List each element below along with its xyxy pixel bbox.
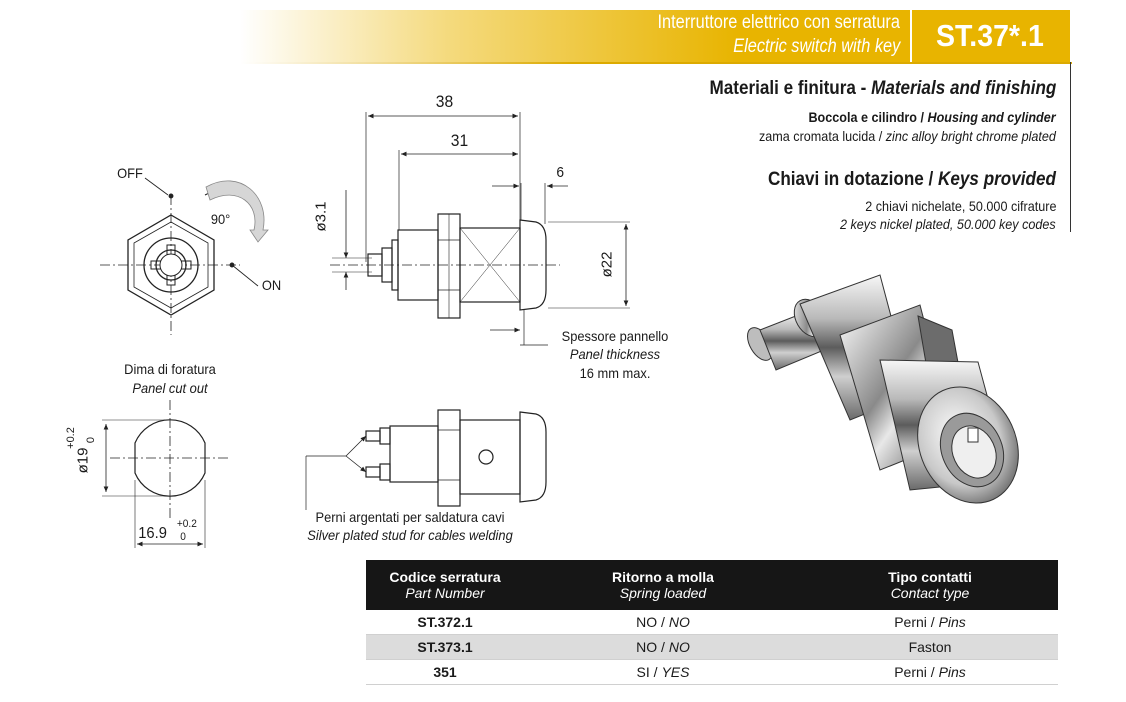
keys-heading: Chiavi in dotazione / Keys provided	[768, 169, 1056, 190]
keys-line-english: 2 keys nickel plated, 50.000 key codes	[840, 216, 1056, 232]
cutout-flat-tol-top: +0.2	[176, 518, 197, 530]
cutout-title-en: Panel cut out	[132, 380, 208, 396]
part-number-cell: ST.373.1	[366, 634, 524, 660]
spring-cell: NO / NO	[524, 610, 802, 635]
studs-label-it: Perni argentati per saldatura cavi	[315, 509, 505, 525]
dim-body-length: 31	[450, 131, 469, 150]
panel-thickness-max: 16 mm max.	[579, 365, 651, 381]
product-code: ST.37*.1	[936, 18, 1044, 53]
cutout-flat-tol-bottom: 0	[180, 531, 186, 543]
product-title-english: Electric switch with key	[732, 36, 900, 57]
table-row: ST.373.1 NO / NO Faston	[366, 634, 1058, 660]
dim-head-diameter: ø22	[598, 251, 616, 278]
product-photo	[747, 274, 1019, 504]
part-number-cell: 351	[366, 659, 524, 685]
panel-thickness-it: Spessore pannello	[561, 328, 669, 344]
header-divider	[910, 10, 912, 62]
table-row: ST.372.1 NO / NO Perni / Pins	[366, 610, 1058, 635]
contact-cell: Perni / Pins	[802, 659, 1058, 685]
rotation-angle-label: 90°	[210, 211, 231, 227]
contact-cell: Faston	[802, 634, 1058, 660]
stud-view-drawing	[305, 409, 547, 510]
dim-total-length: 38	[435, 92, 454, 111]
cutout-diameter: ø19	[74, 447, 92, 474]
off-label: OFF	[117, 165, 143, 181]
cutout-diameter-tol-top: +0.2	[64, 427, 77, 449]
materials-heading: Materiali e finitura - Materials and fin…	[709, 78, 1056, 99]
materials-part: Boccola e cilindro / Housing and cylinde…	[808, 109, 1056, 125]
studs-label-en: Silver plated stud for cables welding	[307, 527, 513, 543]
cutout-flat-width: 16.9	[138, 525, 167, 542]
header-underline	[240, 62, 1072, 64]
dim-pin-diameter: ø3.1	[312, 201, 330, 232]
product-title-italian: Interruttore elettrico con serratura	[657, 12, 900, 33]
side-view-drawing	[330, 112, 630, 346]
spring-cell: NO / NO	[524, 634, 802, 660]
side-rule	[1070, 62, 1071, 232]
contact-cell: Perni / Pins	[802, 610, 1058, 635]
cutout-diameter-tol-bottom: 0	[85, 436, 98, 444]
keys-line-italian: 2 chiavi nichelate, 50.000 cifrature	[864, 198, 1056, 214]
table-row: 351 SI / YES Perni / Pins	[366, 659, 1058, 685]
panel-thickness-en: Panel thickness	[569, 346, 661, 362]
materials-finish: zama cromata lucida / zinc alloy bright …	[759, 128, 1056, 144]
cutout-title-it: Dima di foratura	[124, 361, 216, 377]
front-view-drawing	[100, 177, 269, 335]
header-band	[240, 10, 1070, 62]
spring-cell: SI / YES	[524, 659, 802, 685]
part-number-cell: ST.372.1	[366, 610, 524, 635]
dim-head-length: 6	[556, 164, 565, 181]
panel-cutout-drawing	[102, 400, 228, 548]
on-label: ON	[261, 277, 282, 293]
